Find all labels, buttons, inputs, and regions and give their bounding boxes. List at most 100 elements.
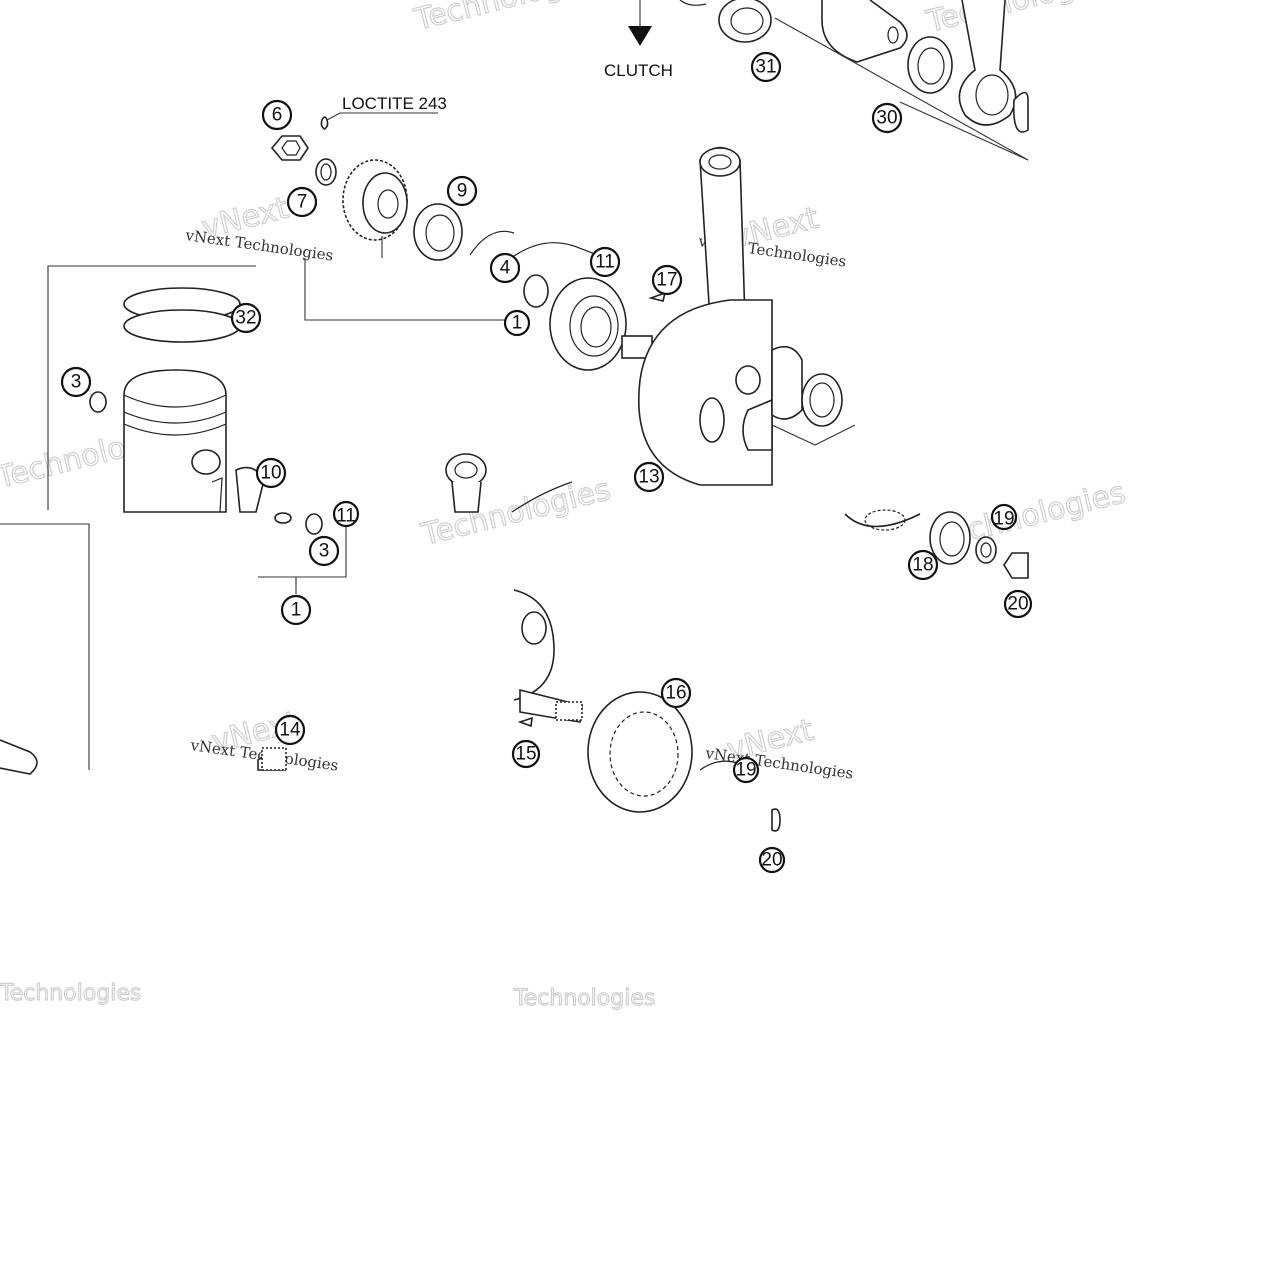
callout-13: 13 [633,461,665,493]
svg-text:20: 20 [1007,594,1028,615]
seal-bracket [304,258,512,321]
pin-washer-bore [917,47,945,85]
svg-text:6: 6 [272,105,283,126]
tile-crank-end [513,589,741,813]
crank-web-hole [735,365,761,395]
woodruff-key-lower [517,716,533,728]
hex-nut [270,135,309,161]
svg-text:11: 11 [336,506,356,527]
crank-web-hole-2 [699,397,725,443]
callout-30: 30 [871,102,903,134]
pin-bracket [0,523,90,770]
svg-text:7: 7 [297,192,308,213]
watermark-technologies: Technologies [922,0,1118,40]
tile-conrod-top [774,0,1029,161]
piston-crown [123,394,227,408]
loctite-label: LOCTITE 243 [342,94,447,113]
svg-text:17: 17 [656,270,677,291]
o-ring [523,274,549,308]
clutch-arrow-head [628,26,652,46]
callout-18: 18 [907,549,939,581]
callout-7: 7 [286,186,318,218]
thrust-washer-right-bore [809,382,835,418]
circlip [89,391,107,413]
svg-text:13: 13 [638,467,659,488]
primary-gear-hub [362,172,408,234]
svg-text:3: 3 [71,372,82,393]
bracket-line [814,424,856,446]
conrod-eye-bore [454,461,478,479]
watermark-fragment: Technologies [0,981,141,1006]
callout-20: 20 [1003,589,1033,619]
svg-text:18: 18 [912,555,933,576]
bearing-edge [469,230,515,256]
callout-1: 1 [280,594,312,626]
crank-shaft-end [742,398,773,451]
piston-pin-bore [887,26,899,44]
piston-bracket [47,265,256,510]
callout-15: 15 [511,739,541,769]
svg-text:19: 19 [735,760,756,781]
conrod-small-eye [699,147,741,177]
callout-14: 14 [274,714,306,746]
washer-right-lower [975,536,997,564]
callout-10: 10 [255,457,287,489]
nut-edge [771,808,781,832]
needle-cage [771,345,803,420]
bearing-right-lower-race [864,509,906,531]
main-bearing-lower-race [609,711,679,797]
hex-nut-bore [281,140,301,156]
main-bearing-bore [580,306,612,348]
shaft-seal-bore [425,214,455,252]
circlip-bracket [258,514,347,578]
callout-31: 31 [750,51,782,83]
shaft-seal [413,203,463,261]
tile-clutch: CLUTCH [604,0,772,80]
part-edge [679,0,707,6]
piston-skirt-cut [211,477,223,513]
bracket-line [774,17,1029,161]
pin-washer [907,36,953,94]
tile-piston [47,258,512,513]
crank-web-lower [513,589,555,701]
loctite-leader [326,112,438,121]
part-edge [511,481,573,513]
bracket-line [771,424,816,446]
callout-11: 11 [589,246,621,278]
thrust-washer [718,0,772,43]
woodruff-key [648,291,667,302]
callout-17: 17 [651,264,683,296]
conrod-big-end [975,74,1009,116]
watermark-technologies: Technologies [410,0,606,38]
callout-32: 32 [230,302,262,334]
callout-19: 19 [990,503,1018,531]
piston-pin-lower [0,739,38,775]
bracket-line [899,101,1029,161]
svg-text:3: 3 [319,541,330,562]
watermark-technologies: Technologies [417,472,613,553]
callouts: 6 7 9 4 11 17 31 30 32 3 10 13 11 3 1 18… [60,51,1033,874]
piston-groove-2 [123,423,227,436]
svg-text:15: 15 [515,744,536,765]
needle-bearing-14 [261,747,287,771]
needle-bearing-edge [1012,91,1029,133]
tile-gear-assembly: LOCTITE 243 [270,94,515,261]
svg-text:16: 16 [665,683,686,704]
svg-text:4: 4 [500,258,511,279]
main-bearing-race [569,295,619,357]
piston-pin [821,0,908,63]
svg-text:31: 31 [755,57,776,78]
svg-text:9: 9 [457,181,468,202]
tile-crankshaft [511,146,773,513]
callout-11-lower: 11 [332,500,360,528]
tile-fragments: Technologies Technologies [0,980,656,1011]
clutch-label: CLUTCH [604,61,673,80]
svg-text:20: 20 [761,850,782,871]
svg-text:14: 14 [279,720,301,741]
conrod-small [958,0,1017,126]
callout-3: 3 [60,366,92,398]
tile-conrod-eye [445,453,487,513]
conrod-small-eye-bore [708,154,732,170]
watermark-fragment: Technologies [513,986,655,1011]
